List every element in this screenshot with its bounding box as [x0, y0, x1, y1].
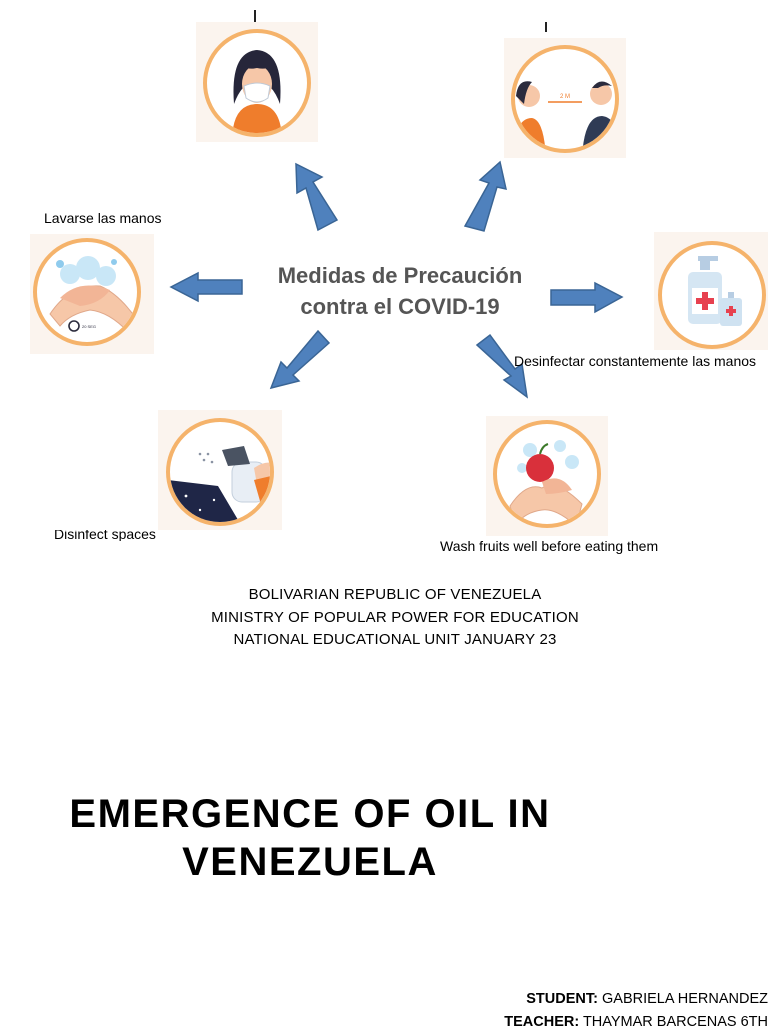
school-header-line3: NATIONAL EDUCATIONAL UNIT JANUARY 23 — [233, 631, 557, 648]
school-header: BOLIVARIAN REPUBLIC OF VENEZUELA MINISTR… — [0, 584, 768, 652]
caption-fruit-washing: Wash fruits well before eating them — [440, 538, 659, 554]
arrow-down-right — [475, 333, 529, 399]
arrow-right — [550, 281, 624, 314]
infographic-title-line1: Medidas de Precaución — [277, 263, 523, 288]
hand-washing-icon: 20 SEG — [30, 234, 154, 354]
document-title-line1: EMERGENCE OF OIL IN — [69, 792, 551, 836]
cropped-text-mark — [545, 22, 547, 32]
fruit-washing-icon — [486, 416, 608, 536]
school-header-line1: BOLIVARIAN REPUBLIC OF VENEZUELA — [248, 586, 542, 603]
arrow-left — [169, 271, 243, 303]
arrow-up-left — [295, 162, 339, 232]
infographic-title-line2: contra el COVID-19 — [300, 294, 500, 319]
teacher-name: THAYMAR BARCENAS 6TH — [582, 1014, 768, 1030]
student-name: GABRIELA HERNANDEZ — [602, 991, 768, 1007]
arrow-up-right — [463, 160, 507, 232]
student-line: STUDENT: GABRIELA HERNANDEZ — [470, 988, 768, 1011]
spray-bottle-icon — [158, 410, 282, 530]
infographic-title: Medidas de Precaución contra el COVID-19 — [240, 260, 560, 322]
arrow-down-left — [269, 329, 331, 390]
face-mask-icon — [196, 22, 318, 142]
caption-hand-washing: Lavarse las manos — [44, 210, 162, 226]
student-label: STUDENT: — [526, 991, 598, 1007]
distance-text: 2 M — [560, 94, 570, 100]
social-distance-icon: 2 M — [504, 38, 626, 158]
hand-sanitizer-icon — [654, 232, 768, 350]
timer-text: 20 SEG — [82, 324, 96, 329]
teacher-line: TEACHER: THAYMAR BARCENAS 6TH — [470, 1011, 768, 1034]
credits-block: STUDENT: GABRIELA HERNANDEZ TEACHER: THA… — [470, 988, 768, 1034]
document-title-line2: VENEZUELA — [182, 840, 438, 884]
teacher-label: TEACHER: — [504, 1014, 580, 1030]
school-header-line2: MINISTRY OF POPULAR POWER FOR EDUCATION — [211, 608, 579, 626]
arrows-layer — [169, 160, 624, 399]
cropped-text-mark — [254, 10, 256, 22]
caption-disinfect-spaces: Disinfect spaces — [54, 530, 156, 541]
caption-hand-sanitizer: Desinfectar constantemente las manos — [514, 353, 757, 369]
document-title: EMERGENCE OF OIL IN VENEZUELA — [0, 790, 620, 886]
